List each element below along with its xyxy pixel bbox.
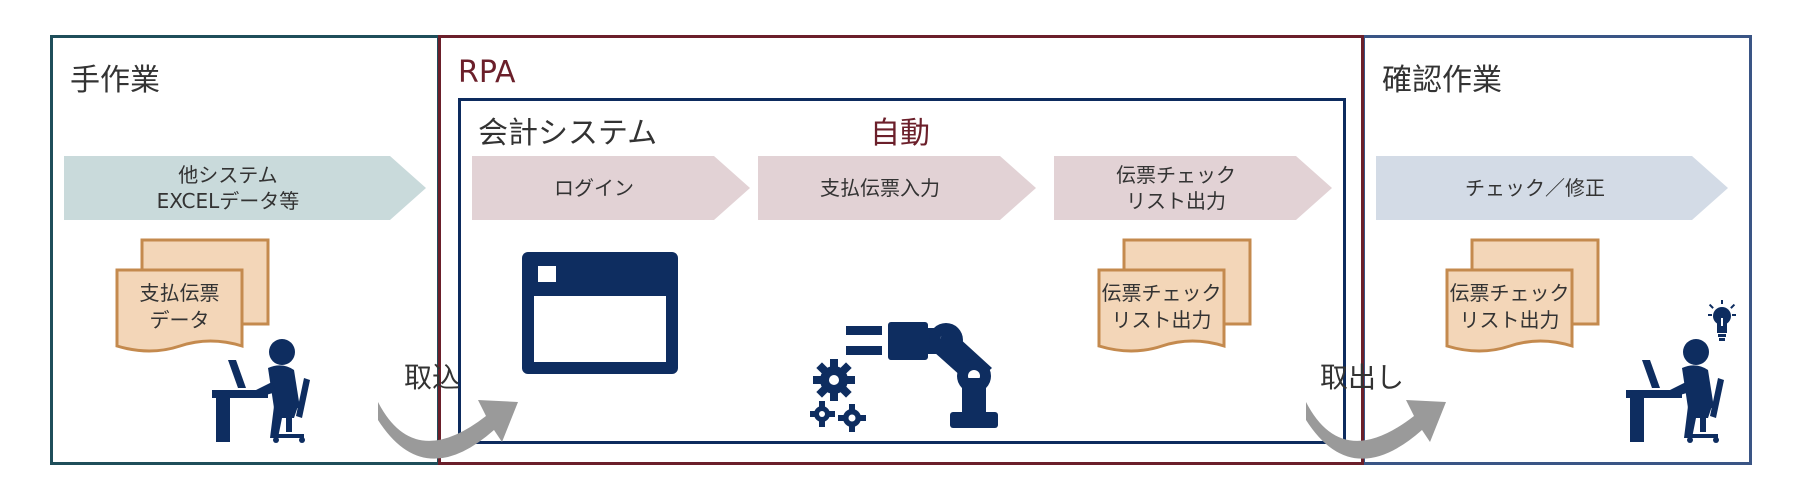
check-work-title: 確認作業 [1382,63,1502,98]
chevron-shape [1054,156,1332,220]
step-list-output: 伝票チェック リスト出力 [1054,156,1332,220]
import-arrow-icon [378,400,518,459]
robot-arm-icon [846,322,998,428]
rpa-title: RPA [458,55,516,90]
document-list-rpa: 伝票チェック リスト出力 [1096,238,1256,378]
chevron-shape [758,156,1036,220]
gear-icon [810,359,866,432]
step-check-fix: チェック／修正 [1376,156,1728,220]
step-login-label: ログイン [554,176,634,200]
chevron-shape [64,156,426,220]
manual-work-title: 手作業 [70,63,160,98]
step-list-output-label: 伝票チェック リスト出力 [1116,163,1236,213]
step-manual-input-label: 他システム EXCELデータ等 [156,163,300,213]
document-stack-icon [1097,238,1252,353]
document-payment-data: 支払伝票 データ [114,238,274,378]
person-at-desk-icon [1626,339,1724,443]
document-stack-icon [115,238,270,353]
step-payment-entry: 支払伝票入力 [758,156,1036,220]
document-list-check-label: 伝票チェック リスト出力 [1449,281,1570,332]
accounting-system-frame [458,98,1346,444]
person-at-desk-icon [212,339,310,443]
step-check-fix-label: チェック／修正 [1465,176,1605,200]
step-manual-input: 他システム EXCELデータ等 [64,156,426,220]
accounting-system-title: 会計システム [478,116,658,151]
chevron-shape [1376,156,1728,220]
chevron-shape [472,156,750,220]
document-payment-data-label: 支払伝票 データ [139,281,220,332]
browser-window-icon [522,252,678,374]
import-label: 取込 [404,361,461,394]
document-stack-icon [1445,238,1600,353]
export-label: 取出し [1320,361,1405,394]
rpa-frame [438,35,1364,465]
document-list-check: 伝票チェック リスト出力 [1444,238,1604,378]
step-payment-entry-label: 支払伝票入力 [820,176,940,200]
document-list-rpa-label: 伝票チェック リスト出力 [1101,281,1222,332]
auto-label: 自動 [870,116,930,151]
step-login: ログイン [472,156,750,220]
export-arrow-icon [1306,400,1446,459]
lightbulb-icon [1708,300,1736,341]
